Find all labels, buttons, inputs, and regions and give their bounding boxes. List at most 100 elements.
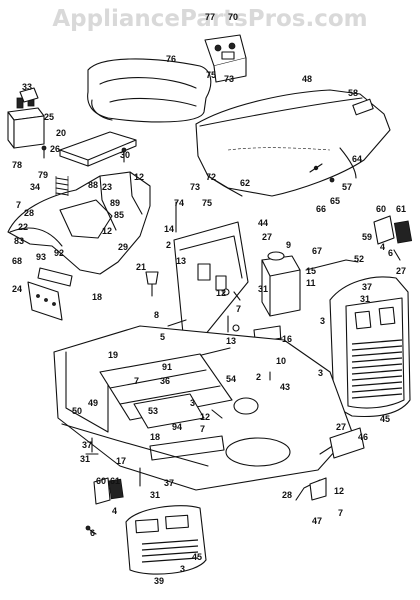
part-label: 91 (162, 362, 172, 372)
part-label: 10 (276, 356, 286, 366)
part-label: 92 (54, 248, 64, 258)
part-label: 39 (154, 576, 164, 586)
part-label: 20 (56, 128, 66, 138)
part-label: 73 (224, 74, 234, 84)
part-label: 3 (320, 316, 325, 326)
part-label: 83 (14, 236, 24, 246)
part-label: 6 (90, 528, 95, 538)
part-label: 31 (258, 284, 268, 294)
part-label: 89 (110, 198, 120, 208)
part-label: 11 (306, 278, 316, 288)
part-label: 65 (330, 196, 340, 206)
part-label: 45 (192, 552, 202, 562)
part-label: 60 (376, 204, 386, 214)
part-label: 31 (150, 490, 160, 500)
spring (55, 176, 69, 196)
part-label: 2 (166, 240, 171, 250)
part-label: 78 (12, 160, 22, 170)
part-label: 16 (282, 334, 292, 344)
part-label: 94 (172, 422, 182, 432)
part-label: 17 (116, 456, 126, 466)
hood (195, 89, 391, 197)
part-label: 85 (114, 210, 124, 220)
headlight-top (373, 215, 413, 245)
part-label: 61 (396, 204, 406, 214)
part-label: 61 (110, 476, 120, 486)
part-label: 77 (205, 12, 215, 22)
part-label: 33 (22, 82, 32, 92)
part-label: 45 (380, 414, 390, 424)
part-label: 12 (200, 412, 210, 422)
part-label: 27 (336, 422, 346, 432)
seat (87, 58, 212, 123)
part-label: 64 (352, 154, 362, 164)
part-label: 62 (240, 178, 250, 188)
part-label: 76 (166, 54, 176, 64)
part-label: 18 (150, 432, 160, 442)
grille-insert (125, 505, 207, 575)
hardware (41, 145, 401, 535)
part-label: 26 (50, 144, 60, 154)
part-label: 70 (228, 12, 238, 22)
part-label: 73 (190, 182, 200, 192)
fender (7, 171, 151, 275)
part-label: 27 (396, 266, 406, 276)
part-label: 23 (102, 182, 112, 192)
headlight-lower-left (93, 477, 124, 505)
part-label: 27 (262, 232, 272, 242)
part-label: 28 (24, 208, 34, 218)
part-label: 72 (206, 172, 216, 182)
part-label: 75 (202, 198, 212, 208)
part-label: 30 (120, 150, 130, 160)
part-label: 19 (108, 350, 118, 360)
part-label: 43 (280, 382, 290, 392)
part-label: 37 (82, 440, 92, 450)
part-label: 46 (358, 432, 368, 442)
part-label: 58 (348, 88, 358, 98)
part-label: 2 (256, 372, 261, 382)
part-label: 3 (190, 398, 195, 408)
part-label: 12 (334, 486, 344, 496)
part-label: 66 (316, 204, 326, 214)
part-label: 13 (176, 256, 186, 266)
part-label: 49 (88, 398, 98, 408)
part-label: 53 (148, 406, 158, 416)
part-label: 15 (306, 266, 316, 276)
part-label: 37 (164, 478, 174, 488)
part-label: 59 (362, 232, 372, 242)
axle-bracket (329, 427, 365, 459)
part-label: 3 (318, 368, 323, 378)
bracket-24 (27, 267, 73, 321)
part-label: 22 (18, 222, 28, 232)
part-label: 28 (282, 490, 292, 500)
part-label: 36 (160, 376, 170, 386)
part-label: 47 (312, 516, 322, 526)
seat-bracket (204, 34, 247, 83)
part-label: 12 (216, 288, 226, 298)
part-label: 12 (134, 172, 144, 182)
part-label: 8 (154, 310, 159, 320)
part-labels: 77 70 75 73 76 33 25 20 26 78 30 79 34 7… (12, 12, 406, 586)
part-label: 60 (96, 476, 106, 486)
part-label: 3 (180, 564, 185, 574)
battery-tray (59, 131, 137, 167)
part-label: 79 (38, 170, 48, 180)
part-label: 9 (286, 240, 291, 250)
part-label: 24 (12, 284, 22, 294)
part-label: 4 (112, 506, 117, 516)
front-grille (329, 276, 411, 417)
chassis-frame (53, 325, 353, 491)
part-label: 31 (360, 294, 370, 304)
part-label: 5 (160, 332, 165, 342)
part-label: 14 (164, 224, 174, 234)
part-label: 6 (388, 248, 393, 258)
part-label: 68 (12, 256, 22, 266)
part-label: 34 (30, 182, 40, 192)
part-label: 7 (200, 424, 205, 434)
part-label: 75 (206, 70, 216, 80)
part-label: 50 (72, 406, 82, 416)
part-label: 44 (258, 218, 268, 228)
part-label: 52 (354, 254, 364, 264)
